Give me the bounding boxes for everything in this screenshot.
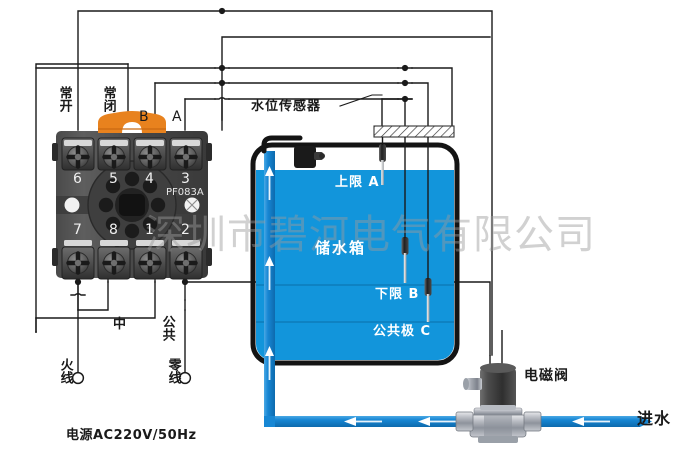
wire-hop-3 — [214, 97, 230, 100]
probe-c-common — [401, 237, 409, 283]
terminal-number-1: 1 — [145, 222, 154, 238]
wire-t1-common — [35, 281, 156, 319]
level-probes — [379, 137, 432, 322]
socket-terminals-bottom[interactable] — [61, 240, 203, 280]
wire-4-bus — [221, 36, 491, 121]
valve-coil — [480, 368, 516, 410]
label-common: 公共 — [159, 315, 175, 341]
tank-shell — [250, 142, 460, 366]
wire-no-to-valve — [77, 10, 493, 356]
solenoid-valve[interactable] — [455, 330, 542, 443]
label-terminal-b: B — [139, 109, 149, 125]
label-water-inlet: 进水 — [637, 409, 672, 428]
sensor-leader-line — [339, 94, 383, 107]
wire-y83-right — [411, 82, 429, 131]
label-water-level-sensor: 水位传感器 — [251, 99, 322, 114]
relay-socket[interactable] — [52, 111, 212, 280]
probe-a-upper-limit — [379, 144, 386, 185]
control-wire-group — [35, 10, 493, 373]
socket-pin-holes — [98, 171, 166, 239]
power-supply-caption: 电源AC220V/50Hz — [66, 428, 197, 443]
terminal-number-6: 6 — [73, 171, 82, 187]
inlet-pipe — [264, 151, 652, 427]
terminal-number-8: 8 — [109, 222, 118, 238]
wire-t8-middle — [77, 281, 109, 311]
label-upper-limit-a: 上限 A — [335, 175, 380, 190]
label-lower-limit-b: 下限 B — [375, 287, 420, 302]
sensor-bracket — [373, 125, 455, 138]
company-watermark: 深圳市碧河电气有限公司 — [145, 212, 596, 258]
terminal-number-7: 7 — [73, 222, 82, 238]
probe-b-lower-limit — [424, 278, 432, 322]
wire-t6-left-down — [35, 63, 129, 333]
label-normally-closed: 常闭 — [100, 86, 116, 112]
label-terminal-a: A — [172, 109, 182, 125]
socket-model-label: PF083A — [166, 187, 204, 198]
water-tank — [250, 142, 460, 366]
junction-dots — [74, 7, 409, 286]
label-tank-name: 储水箱 — [315, 239, 367, 257]
flow-arrows-vertical — [265, 166, 274, 380]
tank-inlet-fitting — [261, 135, 325, 168]
terminal-number-3: 3 — [181, 171, 190, 187]
wire-y68-right — [411, 67, 453, 131]
mount-hole-left — [64, 197, 80, 213]
label-common-pole-c: 公共极 C — [373, 324, 432, 339]
neutral-terminal — [178, 371, 192, 385]
jumper-clip[interactable] — [98, 111, 166, 133]
label-normally-open: 常开 — [56, 86, 72, 112]
terminal-number-5: 5 — [109, 171, 118, 187]
flow-arrows-horizontal — [344, 417, 610, 426]
label-neutral-wire: 零线 — [165, 358, 181, 384]
terminal-number-2: 2 — [181, 222, 190, 238]
wire-hop-bottom — [70, 293, 86, 296]
label-middle: 中 — [113, 317, 127, 332]
terminal-number-4: 4 — [145, 171, 154, 187]
tank-water-fill — [256, 170, 454, 360]
label-live-wire: 火线 — [57, 358, 73, 384]
label-solenoid-valve: 电磁阀 — [524, 368, 569, 384]
power-lead-terminals — [71, 371, 192, 385]
live-terminal — [71, 371, 85, 385]
socket-terminals-top[interactable] — [61, 137, 203, 171]
